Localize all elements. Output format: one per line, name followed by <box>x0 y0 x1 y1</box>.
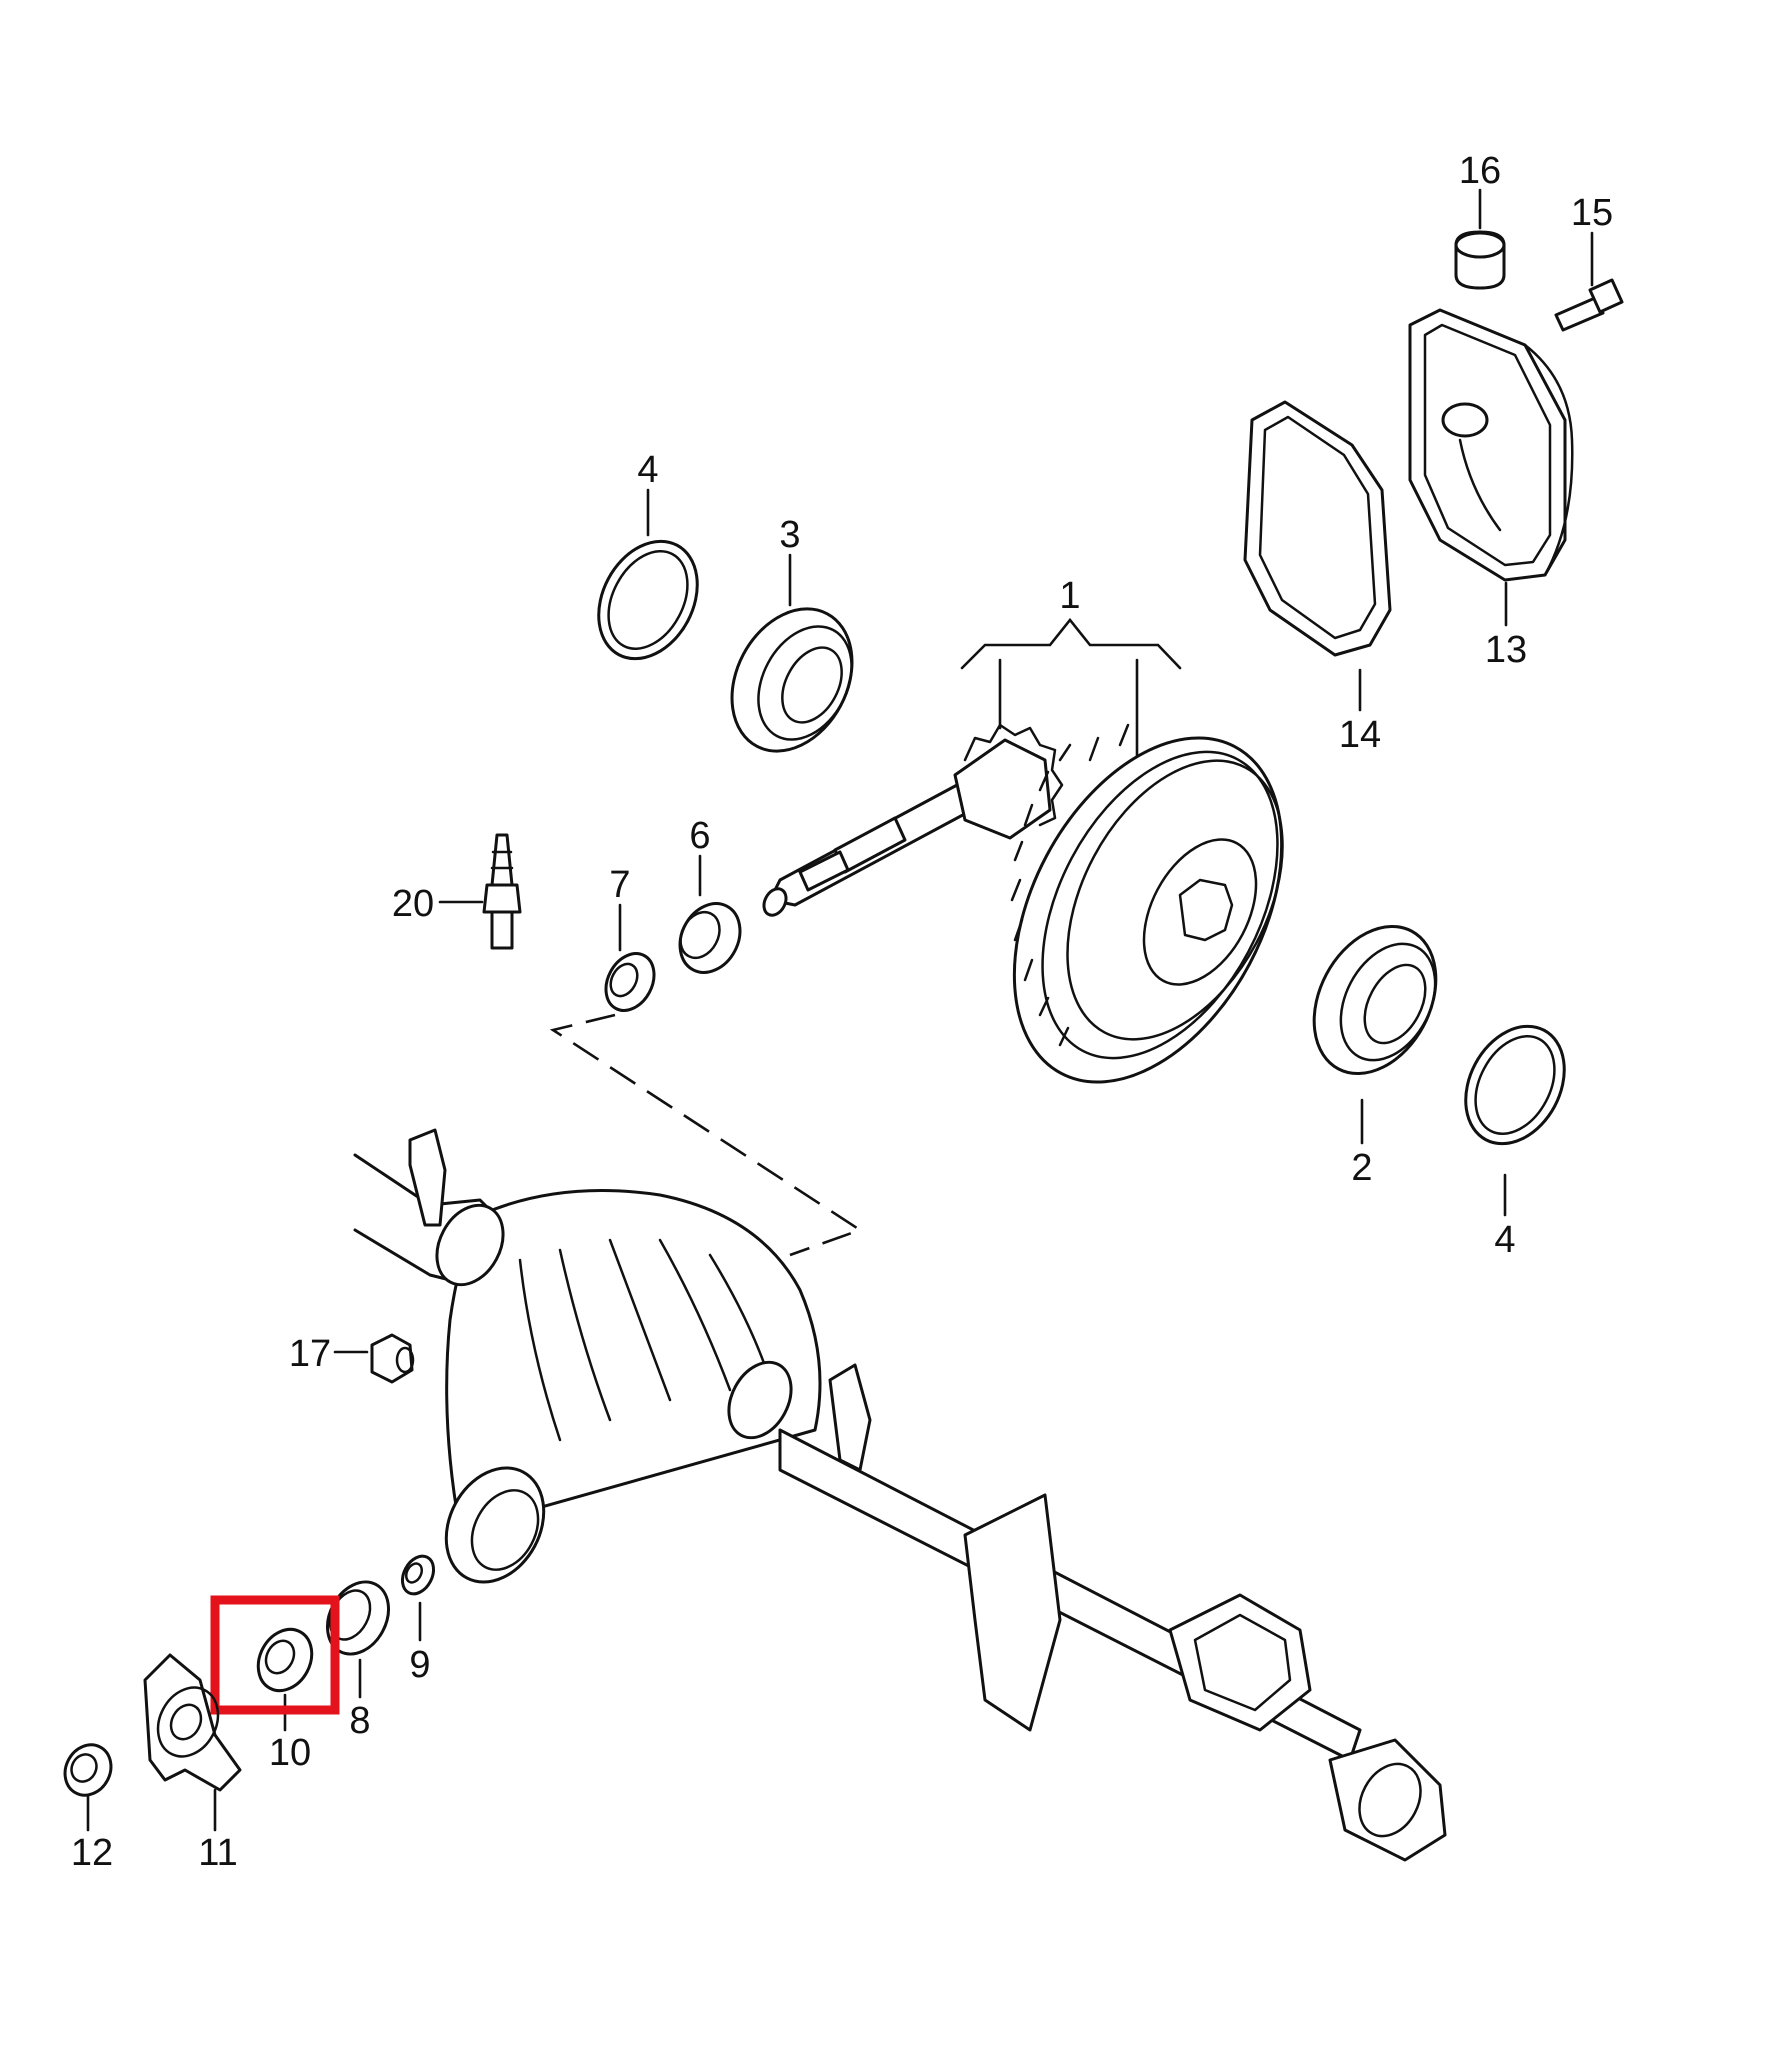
part-4-ring-right[interactable] <box>1446 1009 1584 1161</box>
part-11-flange[interactable] <box>143 1653 242 1792</box>
part-16-cap[interactable] <box>1454 230 1506 290</box>
part-9-seal[interactable] <box>396 1551 440 1599</box>
callout-20: 20 <box>392 883 434 925</box>
callout-17: 17 <box>289 1333 331 1375</box>
callout-12: 12 <box>71 1832 113 1874</box>
axle-housing <box>353 1128 1447 1862</box>
callout-13: 13 <box>1485 629 1527 671</box>
callout-14: 14 <box>1339 714 1381 756</box>
bracket-1 <box>960 617 1182 670</box>
callout-1: 1 <box>1059 575 1080 617</box>
part-12-nut[interactable] <box>56 1737 119 1804</box>
part-7-seal[interactable] <box>596 945 663 1019</box>
part-17-nut[interactable] <box>370 1333 415 1384</box>
callout-3: 3 <box>779 514 800 556</box>
callout-8: 8 <box>349 1700 370 1742</box>
callout-15: 15 <box>1571 192 1613 234</box>
part-2-bearing[interactable] <box>1290 905 1460 1094</box>
part-4-ring-top[interactable] <box>579 524 717 676</box>
part-15-bolt[interactable] <box>1554 278 1624 332</box>
callout-16: 16 <box>1459 150 1501 192</box>
assembly-dash-line <box>549 1013 863 1257</box>
callout-11: 11 <box>198 1832 237 1874</box>
highlight-box-part-10 <box>210 1595 340 1715</box>
callout-4-right: 4 <box>1494 1219 1515 1261</box>
callout-9: 9 <box>409 1644 430 1686</box>
callout-6: 6 <box>689 815 710 857</box>
part-13-cover[interactable] <box>1408 308 1574 582</box>
part-1-pinion-shaft[interactable] <box>760 723 1064 919</box>
callout-4-top: 4 <box>637 449 658 491</box>
callout-7: 7 <box>609 864 630 906</box>
callout-2: 2 <box>1351 1147 1372 1189</box>
part-6-bearing[interactable] <box>668 893 751 983</box>
part-3-bearing[interactable] <box>708 588 876 772</box>
callout-10: 10 <box>269 1732 311 1774</box>
part-14-gasket[interactable] <box>1243 400 1392 657</box>
part-8-bushing[interactable] <box>315 1571 400 1664</box>
part-1-ring-gear[interactable] <box>960 693 1337 1128</box>
part-10-seal[interactable] <box>248 1620 322 1700</box>
part-20-breather[interactable] <box>482 833 522 950</box>
